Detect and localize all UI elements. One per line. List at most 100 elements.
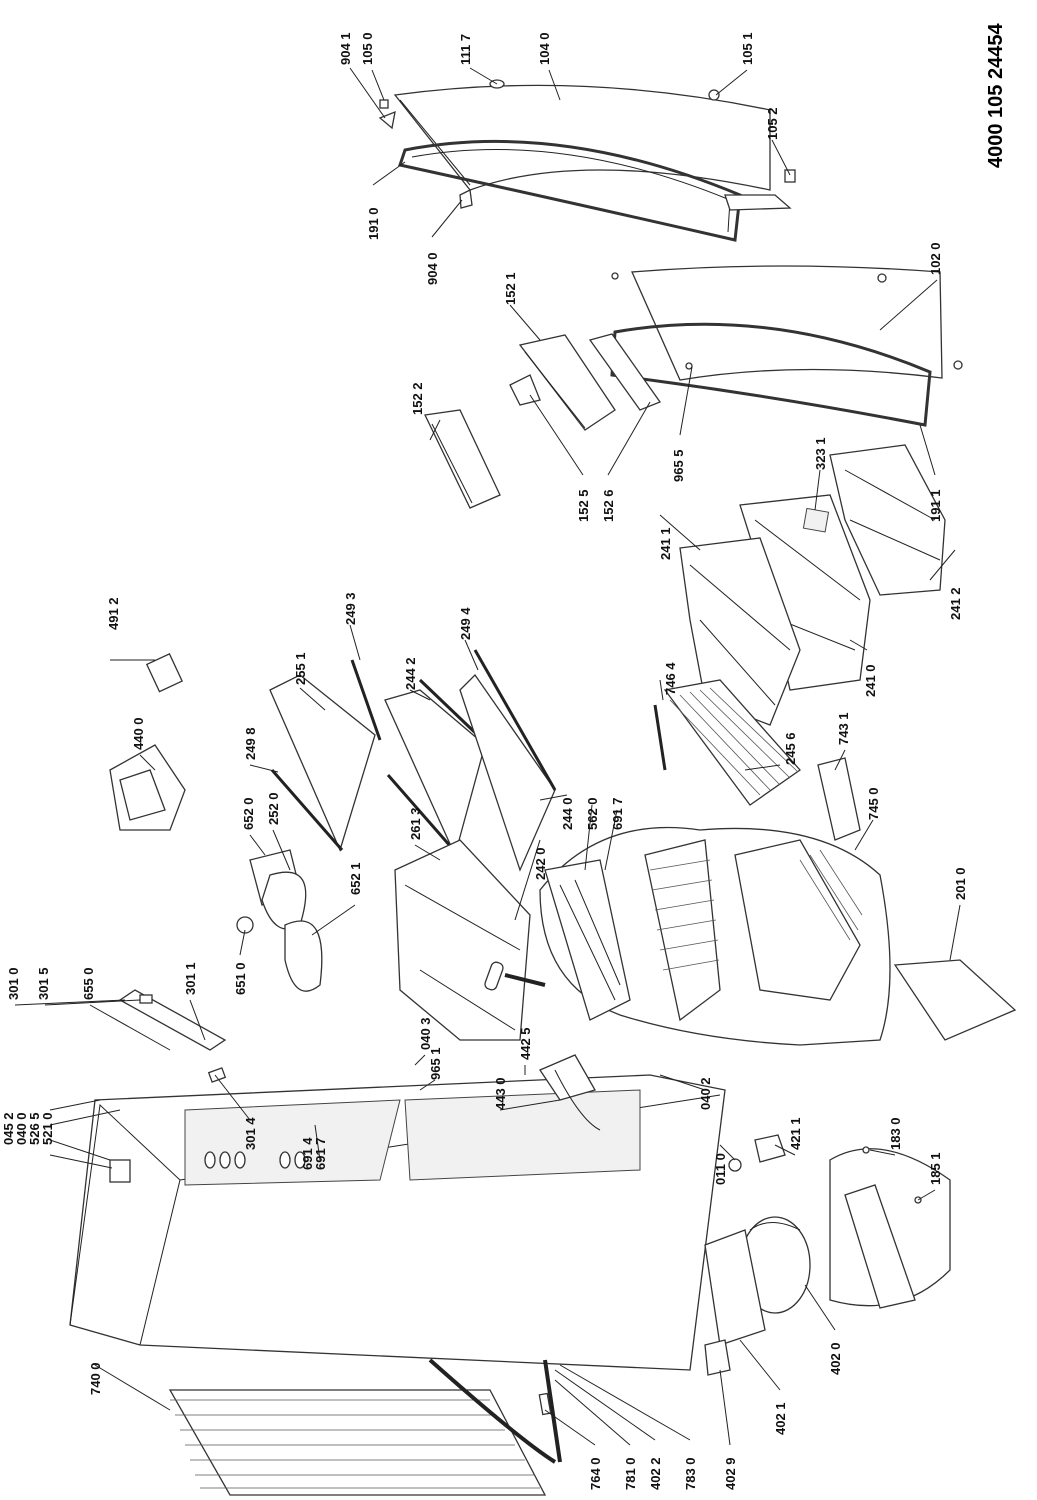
callout-2410: 241 0 bbox=[863, 664, 878, 697]
bottom-plate-2010 bbox=[893, 959, 1017, 1041]
fridge-compartment bbox=[404, 1089, 641, 1181]
callout-0403: 040 3 bbox=[418, 1017, 433, 1050]
label-5210 bbox=[109, 1159, 131, 1183]
callout-6914: 691 4 bbox=[300, 1137, 315, 1170]
door-shelves bbox=[424, 334, 616, 509]
door-bar-part bbox=[588, 333, 662, 411]
callout-1052: 105 2 bbox=[765, 107, 780, 140]
callout-2494: 249 4 bbox=[458, 607, 473, 640]
callout-4211: 421 1 bbox=[788, 1117, 803, 1150]
shelf-cap-part bbox=[509, 374, 541, 406]
lower-door-panel bbox=[631, 265, 943, 381]
callout-0110: 011 0 bbox=[713, 1153, 728, 1185]
callout-7810: 781 0 bbox=[623, 1457, 638, 1490]
relay-4029 bbox=[704, 1339, 731, 1376]
callout-1910: 191 0 bbox=[366, 207, 381, 240]
callout-7450: 745 0 bbox=[866, 787, 881, 820]
fan-4430 bbox=[539, 1054, 596, 1101]
door-shelf-1521 bbox=[518, 334, 616, 431]
light-assembly bbox=[236, 849, 323, 992]
callout-2613: 261 3 bbox=[408, 807, 423, 840]
upper-door-assembly bbox=[378, 79, 796, 242]
callout-7400: 740 0 bbox=[88, 1362, 103, 1395]
callout-6917a: 691 7 bbox=[610, 797, 625, 830]
cabinet-body bbox=[69, 1074, 742, 1371]
condenser-740 bbox=[168, 1389, 547, 1496]
callout-2520: 252 0 bbox=[266, 792, 281, 825]
callout-7640: 764 0 bbox=[588, 1457, 603, 1490]
callout-1521: 152 1 bbox=[503, 272, 518, 305]
callout-7464: 746 4 bbox=[663, 662, 678, 695]
callout-2456: 245 6 bbox=[783, 732, 798, 765]
thermostat-assembly bbox=[109, 653, 186, 831]
callout-7830: 783 0 bbox=[683, 1457, 698, 1490]
callout-1020: 102 0 bbox=[928, 242, 943, 275]
callout-9040: 904 0 bbox=[425, 252, 440, 285]
evaporator-cover-7450 bbox=[734, 839, 861, 1001]
callout-6521: 652 1 bbox=[348, 862, 363, 895]
callout-6510: 651 0 bbox=[233, 962, 248, 995]
freezer-compartment bbox=[184, 1099, 401, 1186]
lower-door-gasket bbox=[610, 322, 932, 427]
callout-2440: 244 0 bbox=[560, 797, 575, 830]
callout-9651: 965 1 bbox=[428, 1047, 443, 1080]
callout-2442: 244 2 bbox=[403, 657, 418, 690]
foot-0110 bbox=[728, 1158, 742, 1172]
screw-part bbox=[708, 89, 720, 101]
condenser-frame bbox=[168, 1389, 547, 1496]
callout-1525: 152 5 bbox=[576, 489, 591, 522]
callout-0452: 045 2 bbox=[1, 1112, 16, 1145]
hinge-bracket-part bbox=[784, 169, 796, 183]
callout-4021: 402 1 bbox=[773, 1402, 788, 1435]
callout-6917b: 691 7 bbox=[313, 1137, 328, 1170]
callout-2010: 201 0 bbox=[953, 867, 968, 900]
callout-labels: 904 1 105 0 111 7 104 0 105 1 105 2 191 … bbox=[1, 32, 968, 1490]
crisper-drawer bbox=[394, 839, 546, 1041]
callout-2498: 249 8 bbox=[243, 727, 258, 760]
callout-5620: 562 0 bbox=[585, 797, 600, 830]
door-stop-lower-part bbox=[459, 189, 473, 209]
callout-9041: 904 1 bbox=[338, 32, 353, 65]
lower-door-assembly bbox=[588, 265, 963, 427]
callout-1911: 191 1 bbox=[928, 489, 943, 522]
crisper-2420 bbox=[394, 839, 531, 1041]
callout-3015: 301 5 bbox=[36, 967, 51, 1000]
hinge-pin-part bbox=[379, 99, 389, 109]
freezer-drawers bbox=[679, 444, 946, 726]
drawer-2412 bbox=[829, 444, 946, 596]
light-diffuser-6521 bbox=[284, 920, 323, 992]
callout-3231: 323 1 bbox=[813, 437, 828, 470]
relay-cover-4021 bbox=[704, 1229, 766, 1346]
callout-1522: 152 2 bbox=[410, 382, 425, 415]
callout-4020: 402 0 bbox=[828, 1342, 843, 1375]
callout-9655: 965 5 bbox=[671, 449, 686, 482]
callout-0402: 040 2 bbox=[698, 1077, 713, 1110]
control-panel-3010 bbox=[118, 989, 227, 1051]
part-4912 bbox=[145, 653, 183, 693]
callout-6520: 652 0 bbox=[241, 797, 256, 830]
callout-1526: 152 6 bbox=[601, 489, 616, 522]
callout-1051: 105 1 bbox=[740, 32, 755, 65]
label-part bbox=[802, 507, 830, 533]
door-hinge-part bbox=[724, 194, 792, 211]
callout-5210: 521 0 bbox=[40, 1112, 55, 1145]
callout-1040: 104 0 bbox=[537, 32, 552, 65]
document-number: 4000 105 24454 bbox=[985, 23, 1007, 168]
glass-shelf-2493 bbox=[269, 674, 376, 852]
cover-7431 bbox=[817, 757, 861, 841]
callout-2551: 255 1 bbox=[293, 652, 308, 685]
upper-door-panel bbox=[393, 84, 771, 191]
part-4211 bbox=[754, 1134, 786, 1163]
compressor-plate-1830 bbox=[844, 1184, 916, 1309]
door-shelf-1522 bbox=[424, 409, 501, 509]
callout-5265: 526 5 bbox=[27, 1112, 42, 1145]
callout-4912: 491 2 bbox=[106, 597, 121, 630]
callout-2493: 249 3 bbox=[343, 592, 358, 625]
callout-4430: 443 0 bbox=[493, 1077, 508, 1110]
callout-1050: 105 0 bbox=[360, 32, 375, 65]
callout-1117: 111 7 bbox=[458, 34, 473, 65]
callout-4400: 440 0 bbox=[131, 717, 146, 750]
callout-7431: 743 1 bbox=[836, 712, 851, 745]
callout-1830: 183 0 bbox=[888, 1117, 903, 1150]
